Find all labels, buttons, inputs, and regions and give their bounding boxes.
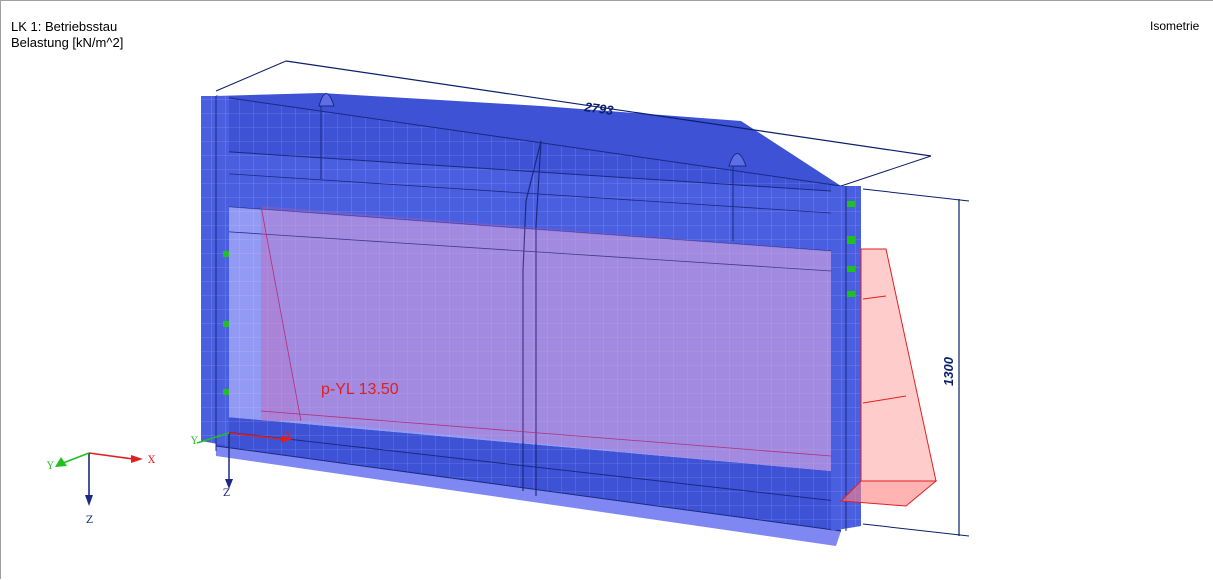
supports (223, 201, 855, 395)
view-projection-label: Isometrie (1150, 19, 1200, 33)
dimension-height: 1300 (862, 188, 970, 537)
local-axis-triad: Y Z X (190, 431, 293, 499)
dimension-height-text: 1300 (941, 356, 956, 386)
bottom-girder (215, 416, 842, 546)
global-axis-z: Z (86, 515, 93, 526)
load-unit-title: Belastung [kN/m^2] (11, 35, 124, 50)
global-axis-triad[interactable]: X Y Z (46, 452, 156, 526)
end-posts (201, 96, 861, 531)
dimension-length-text: 2793 (583, 99, 615, 118)
load-case-title: LK 1: Betriebsstau (11, 19, 118, 34)
local-axis-x: X (285, 431, 293, 442)
global-axis-x: X (148, 455, 156, 466)
dimension-length: 2793 (215, 60, 932, 187)
load-label: p-YL 13.50 (321, 381, 399, 398)
local-axis-z: Z (223, 488, 230, 499)
load-diagram: p-YL 13.50 (321, 248, 938, 507)
top-girder (215, 93, 842, 252)
middle-stiffener (522, 140, 542, 496)
global-axis-y: Y (46, 461, 54, 472)
hydrostatic-load-internal (260, 205, 832, 471)
lifting-lugs (318, 93, 747, 241)
local-axis-y: Y (190, 436, 198, 447)
